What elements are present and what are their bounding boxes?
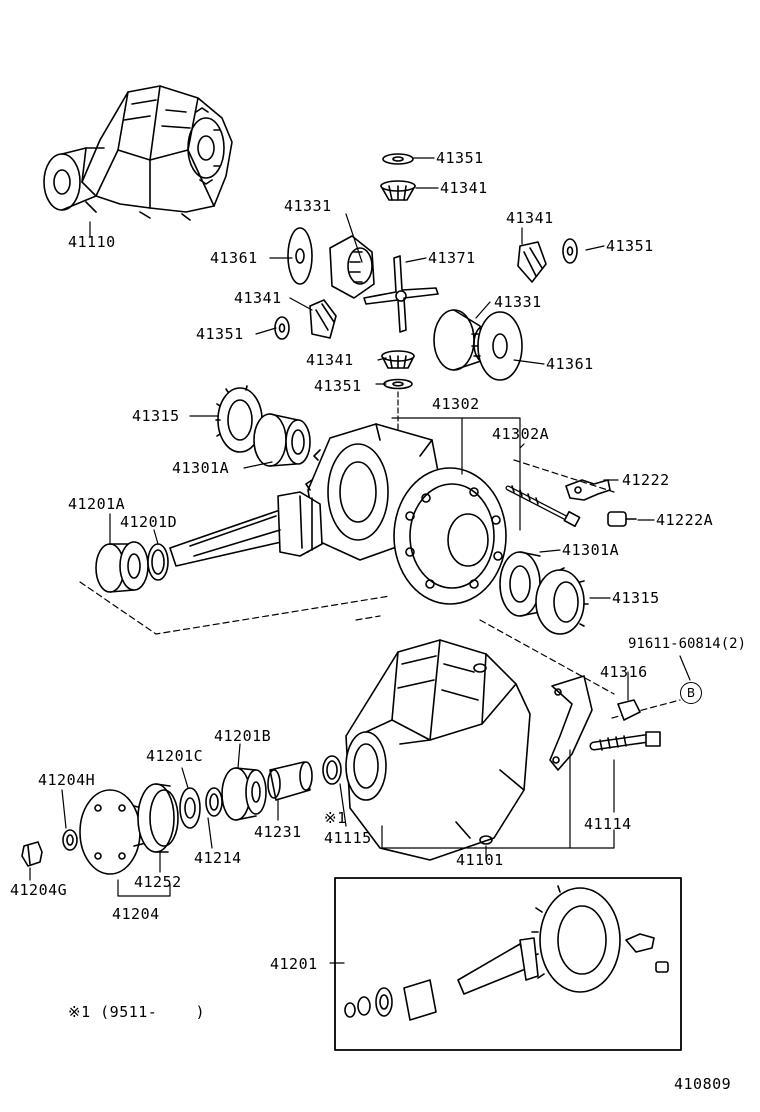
label-41371: 41371 xyxy=(428,249,476,267)
bolt-41302A xyxy=(505,485,581,528)
label-41201C: 41201C xyxy=(146,747,204,765)
label-41331-right: 41331 xyxy=(494,293,542,311)
lock-plate-41316-small xyxy=(617,699,641,721)
label-41315-left: 41315 xyxy=(132,407,180,425)
label-41341-left: 41341 xyxy=(234,289,282,307)
bearing-41301A-left xyxy=(253,413,311,467)
spacer-41214 xyxy=(205,787,223,817)
footnote: ※1 (9511- ) xyxy=(68,1003,205,1021)
label-41114: 41114 xyxy=(584,815,632,833)
washer-41351-top xyxy=(382,153,414,165)
label-41361-right: 41361 xyxy=(546,355,594,373)
label-41204G: 41204G xyxy=(10,881,68,899)
label-41222: 41222 xyxy=(622,471,670,489)
label-bolt-spec: 91611-60814(2) xyxy=(628,636,747,652)
bearing-41201B xyxy=(221,767,267,821)
lock-plate-41222 xyxy=(565,479,611,501)
washer-41204H xyxy=(62,829,78,851)
side-gear-41331-left xyxy=(287,227,375,299)
label-41341-right: 41341 xyxy=(506,209,554,227)
label-41351-right: 41351 xyxy=(606,237,654,255)
oil-seal-41115 xyxy=(322,755,342,785)
label-41252: 41252 xyxy=(134,873,182,891)
label-41316: 41316 xyxy=(600,663,648,681)
leader-lines xyxy=(29,157,691,1013)
label-41351-bottom: 41351 xyxy=(314,377,362,395)
label-41101: 41101 xyxy=(456,851,504,869)
bearing-cap-41316 xyxy=(549,675,593,771)
inset-box-41201 xyxy=(334,877,682,1051)
pinion-gear-41341-top xyxy=(380,180,416,201)
label-41214: 41214 xyxy=(194,849,242,867)
pinion-gear-41341-bottom xyxy=(381,350,415,369)
spacer-41201D xyxy=(147,543,169,581)
nut-41204G xyxy=(21,841,43,867)
label-41302A: 41302A xyxy=(492,425,550,443)
label-mark-1: ※1 xyxy=(324,809,347,827)
ring-gear-and-case-41302 xyxy=(301,423,507,605)
bearing-41201A xyxy=(95,541,149,593)
label-41201B: 41201B xyxy=(214,727,272,745)
label-41201: 41201 xyxy=(270,955,318,973)
bearing-41201C xyxy=(179,787,201,829)
label-41301A-left: 41301A xyxy=(172,459,230,477)
label-41201A: 41201A xyxy=(68,495,126,513)
label-41341-top: 41341 xyxy=(440,179,488,197)
washer-41351-left xyxy=(274,316,290,340)
side-gear-41331-right xyxy=(433,309,523,381)
spacer-41231 xyxy=(267,761,313,801)
inset-gear-set xyxy=(344,885,669,1021)
differential-carrier-assembly xyxy=(43,85,233,221)
bearing-41315-right xyxy=(535,567,589,635)
label-41302: 41302 xyxy=(432,395,480,413)
washer-41351-right xyxy=(562,238,578,264)
spider-shaft-41371 xyxy=(363,255,439,333)
label-41222A: 41222A xyxy=(656,511,714,529)
pinion-gear-41341-right xyxy=(517,241,547,283)
label-41231: 41231 xyxy=(254,823,302,841)
carrier-housing-41101 xyxy=(345,639,531,861)
drive-pinion-shaft xyxy=(169,491,323,567)
label-41361-left: 41361 xyxy=(210,249,258,267)
label-41201D: 41201D xyxy=(120,513,178,531)
label-41204: 41204 xyxy=(112,905,160,923)
bolt-41222A xyxy=(607,511,637,527)
label-41351-left: 41351 xyxy=(196,325,244,343)
label-41204H: 41204H xyxy=(38,771,96,789)
bearing-41301A-right xyxy=(499,551,541,617)
label-41331-left: 41331 xyxy=(284,197,332,215)
label-41351-top: 41351 xyxy=(436,149,484,167)
bolt-41114 xyxy=(589,731,661,751)
pinion-gear-41341-left xyxy=(309,299,337,339)
label-41301A-right: 41301A xyxy=(562,541,620,559)
label-41115: 41115 xyxy=(324,829,372,847)
callout-b-symbol: B xyxy=(680,682,702,704)
washer-41351-bottom xyxy=(383,378,413,390)
dust-deflector-41252 xyxy=(137,783,179,853)
label-41341-bottom: 41341 xyxy=(306,351,354,369)
diagram-code: 410809 xyxy=(674,1075,732,1093)
label-41110: 41110 xyxy=(68,233,116,251)
label-41315-right: 41315 xyxy=(612,589,660,607)
